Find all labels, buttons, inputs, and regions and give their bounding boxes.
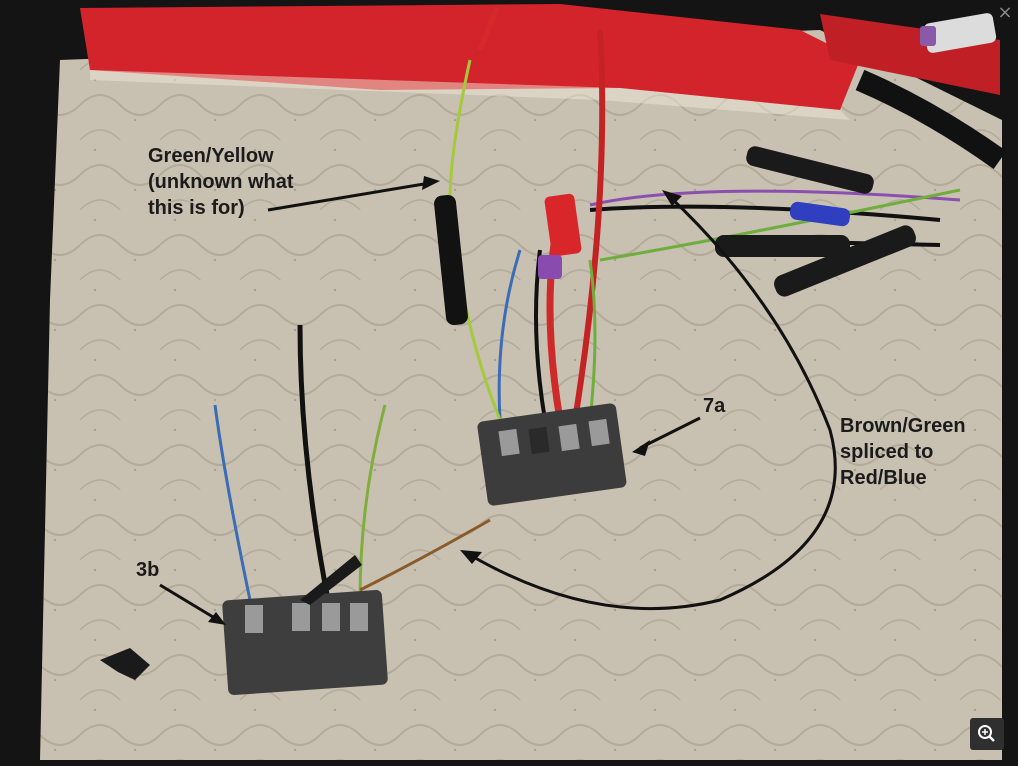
blanket bbox=[40, 30, 1002, 760]
close-button[interactable]: × bbox=[997, 2, 1013, 23]
zoom-in-icon bbox=[978, 725, 995, 742]
brown-green-wire bbox=[359, 518, 491, 592]
green-yellow-annotation: Green/Yellow (unknown what this is for) bbox=[148, 145, 294, 219]
red-blanket-edge bbox=[80, 4, 860, 110]
purple-wire bbox=[589, 189, 961, 207]
brown-green-annotation: Brown/Green spliced to Red/Blue bbox=[840, 415, 966, 489]
connector-7a bbox=[477, 403, 627, 506]
heatshrink-sleeve bbox=[434, 194, 468, 326]
label-7a: 7a bbox=[703, 395, 726, 417]
zoom-button[interactable] bbox=[970, 718, 1004, 750]
label-3b: 3b bbox=[136, 559, 160, 581]
connector-3b bbox=[222, 555, 388, 696]
